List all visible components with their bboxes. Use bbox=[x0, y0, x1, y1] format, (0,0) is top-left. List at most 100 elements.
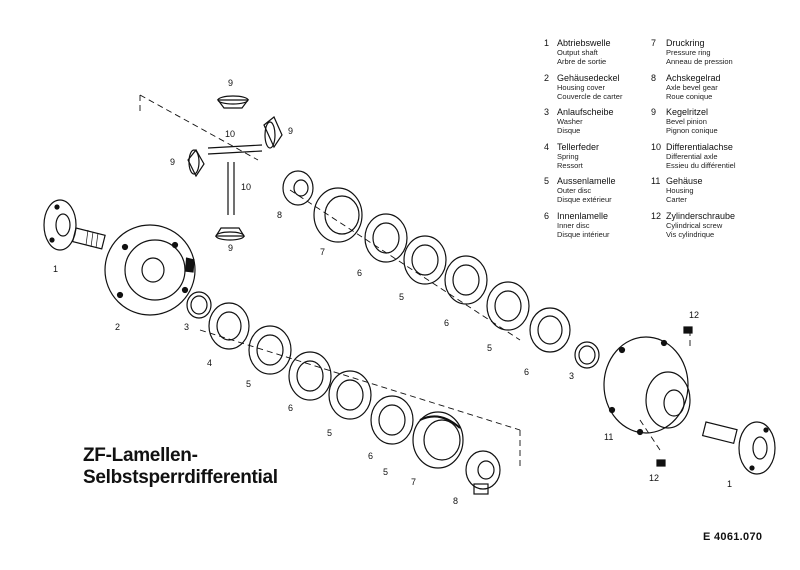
spring-disc bbox=[208, 302, 250, 350]
part-label: 1 bbox=[53, 264, 58, 274]
part-label: 9 bbox=[288, 126, 293, 136]
legend-english: Outer disc bbox=[557, 186, 592, 195]
part-label: 5 bbox=[487, 343, 492, 353]
bevel-pinion-bottom bbox=[214, 227, 246, 241]
legend-english: Pressure ring bbox=[666, 48, 711, 57]
part-label: 8 bbox=[453, 496, 458, 506]
legend-english: Bevel pinion bbox=[666, 117, 707, 126]
legend-number: 11 bbox=[651, 176, 661, 186]
pressure-ring-upper bbox=[313, 187, 363, 243]
legend-english: Inner disc bbox=[557, 220, 590, 230]
part-label: 10 bbox=[241, 182, 251, 192]
legend-french: Arbre de sortie bbox=[557, 57, 607, 66]
part-label: 5 bbox=[399, 292, 404, 302]
part-label: 9 bbox=[228, 243, 233, 253]
part-labels: 1 2 3 4 5 6 5 6 5 6 7 8 9 9 9 9 10 10 8 … bbox=[53, 78, 732, 506]
housing bbox=[603, 336, 691, 436]
legend-french: Disque intérieur bbox=[557, 229, 610, 239]
title-line-1: ZF-Lamellen- bbox=[83, 445, 198, 466]
part-label: 6 bbox=[524, 367, 529, 377]
legend-french: Essieu du différentiel bbox=[666, 160, 736, 170]
pressure-ring-lower bbox=[412, 411, 464, 469]
legend-number: 8 bbox=[651, 72, 657, 83]
legend-english: Cylindrical screw bbox=[666, 220, 723, 230]
part-label: 6 bbox=[288, 403, 293, 413]
legend-english: Axle bevel gear bbox=[666, 82, 718, 92]
legend-english: Washer bbox=[557, 117, 583, 126]
legend-number: 4 bbox=[544, 141, 550, 152]
legend-number: 12 bbox=[651, 210, 662, 221]
legend-number: 9 bbox=[651, 107, 657, 117]
part-label: 7 bbox=[320, 247, 325, 257]
part-label: 6 bbox=[368, 451, 373, 461]
washer-right bbox=[574, 341, 600, 369]
legend-german: Aussenlamelle bbox=[557, 176, 616, 186]
legend-german: Zylinderschraube bbox=[666, 210, 736, 221]
part-label: 2 bbox=[115, 322, 120, 332]
part-label: 1 bbox=[727, 479, 732, 489]
legend-french: Ressort bbox=[557, 160, 583, 170]
axle-bevel-gear-lower bbox=[465, 450, 501, 495]
legend-french: Disque extérieur bbox=[557, 195, 612, 204]
legend-english: Differential axle bbox=[666, 151, 718, 161]
differential-axle-long bbox=[207, 144, 263, 155]
part-label: 9 bbox=[228, 78, 233, 88]
legend-english: Housing cover bbox=[557, 82, 605, 92]
part-label: 11 bbox=[604, 432, 613, 442]
document-number: E 4061.070 bbox=[703, 531, 763, 543]
axle-bevel-gear-upper bbox=[282, 170, 314, 206]
part-label: 4 bbox=[207, 358, 212, 368]
legend-french: Vis cylindrique bbox=[666, 229, 715, 239]
legend-german: Kegelritzel bbox=[666, 107, 709, 117]
cylindrical-screw-top bbox=[683, 326, 693, 334]
part-label: 5 bbox=[246, 379, 251, 389]
legend-french: Anneau de pression bbox=[666, 57, 733, 66]
disc-stack-lower bbox=[248, 325, 414, 445]
legend-english: Housing bbox=[666, 186, 694, 195]
legend-german: Tellerfeder bbox=[557, 141, 600, 152]
part-label: 12 bbox=[649, 473, 659, 483]
legend-number: 3 bbox=[544, 107, 550, 117]
drawing-title: ZF-Lamellen- Selbstsperrdifferential bbox=[83, 445, 278, 489]
legend-number: 10 bbox=[651, 141, 662, 152]
legend-english: Output shaft bbox=[557, 48, 598, 57]
legend-number: 1 bbox=[544, 38, 550, 48]
part-label: 6 bbox=[444, 318, 449, 328]
bevel-pinion-left bbox=[187, 148, 205, 178]
legend-french: Roue conique bbox=[666, 91, 713, 101]
part-label: 5 bbox=[383, 467, 388, 477]
part-label: 3 bbox=[569, 371, 574, 381]
part-label: 10 bbox=[225, 129, 235, 139]
legend-german: Achskegelrad bbox=[666, 72, 721, 83]
legend-english: Spring bbox=[557, 151, 579, 161]
washer-left bbox=[186, 291, 212, 319]
output-shaft-right bbox=[701, 421, 776, 475]
legend-german: Druckring bbox=[666, 38, 705, 48]
title-line-2: Selbstsperrdifferential bbox=[83, 467, 278, 488]
output-shaft-left bbox=[43, 199, 106, 251]
cylindrical-screw-bottom bbox=[656, 459, 666, 467]
part-label: 9 bbox=[170, 157, 175, 167]
housing-cover bbox=[104, 224, 196, 316]
disc-stack-upper bbox=[364, 213, 571, 353]
legend-number: 7 bbox=[651, 38, 657, 48]
differential-axle-short bbox=[227, 162, 235, 215]
legend-french: Pignon conique bbox=[666, 126, 718, 135]
part-label: 12 bbox=[689, 310, 699, 320]
legend-french: Carter bbox=[666, 195, 687, 204]
part-label: 6 bbox=[357, 268, 362, 278]
legend-german: Differentialachse bbox=[666, 141, 733, 152]
